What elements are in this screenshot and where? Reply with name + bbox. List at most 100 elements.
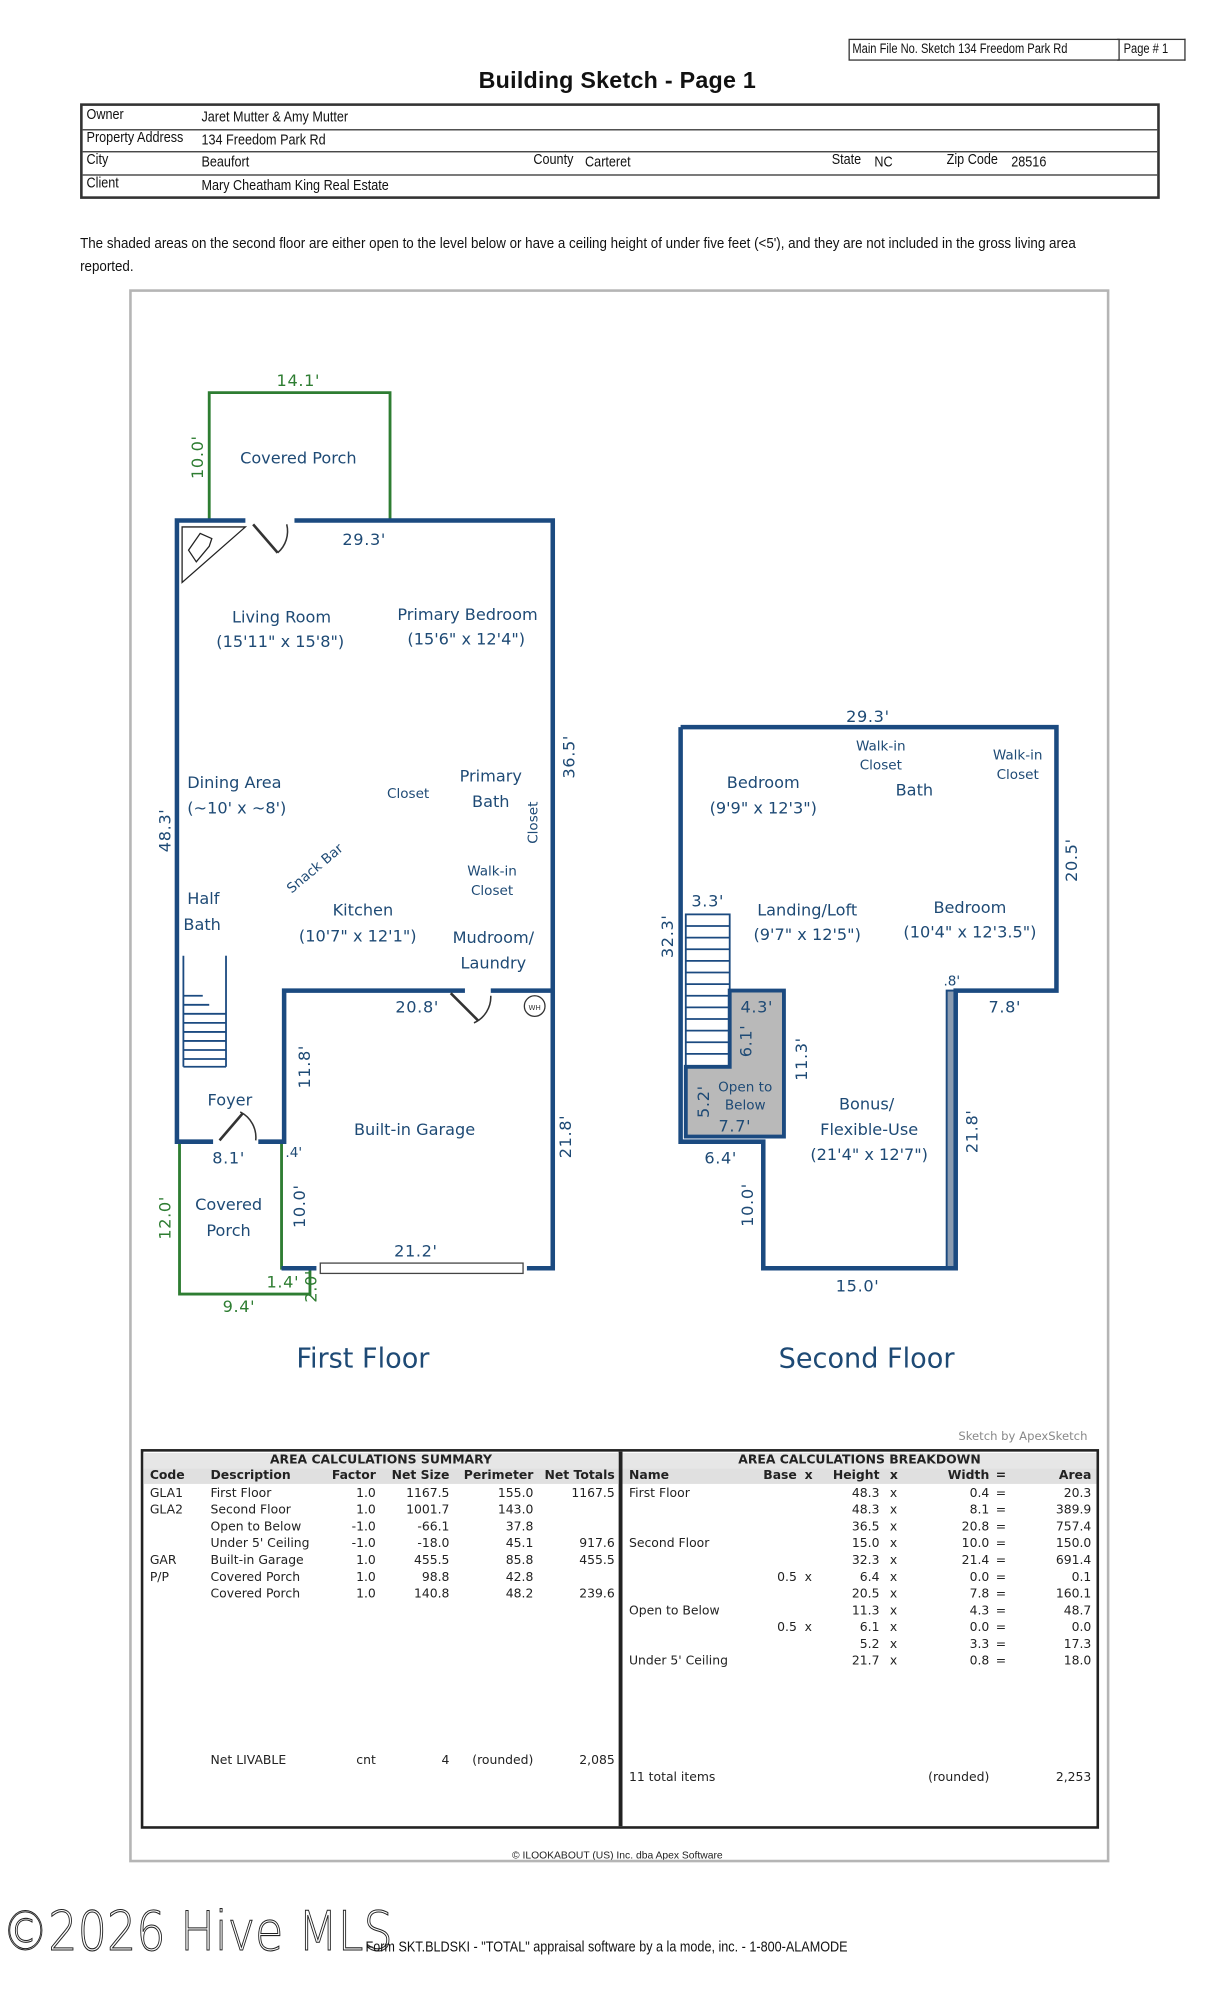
- room-bedroom-1: Bedroom: [727, 773, 800, 792]
- dim-first-left: 48.3': [155, 809, 174, 853]
- shaded-area-note: The shaded areas on the second floor are…: [80, 232, 1113, 278]
- summary-title: AREA CALCULATIONS SUMMARY: [143, 1452, 619, 1469]
- breakdown-total-cell: 11 total items: [628, 1770, 716, 1785]
- breakdown-cell: 21.7: [851, 1654, 880, 1669]
- summary-cell: 45.1: [505, 1536, 534, 1552]
- summary-col-header: Net Totals: [544, 1468, 615, 1483]
- summary-cell: 239.6: [579, 1587, 615, 1602]
- breakdown-cell: =: [995, 1637, 1007, 1652]
- sketch-frame: [129, 289, 1110, 1863]
- room-kitchen: Kitchen: [333, 901, 394, 920]
- room-walk-in-closet-line2: Closet: [471, 883, 513, 899]
- room-mudroom-line2: Laundry: [460, 954, 526, 973]
- owner-value: Jaret Mutter & Amy Mutter: [201, 109, 349, 126]
- page-number-text: Page # 1: [1123, 41, 1169, 57]
- breakdown-cell: =: [995, 1654, 1007, 1669]
- breakdown-cell: 3.3: [969, 1637, 990, 1652]
- breakdown-cell: =: [995, 1503, 1007, 1518]
- dim-foyer-bottom: 8.1': [212, 1149, 245, 1168]
- summary-cell: P/P: [149, 1570, 169, 1585]
- first-floor-plan: WH Covered Porch Living Room (15'11" x 1…: [155, 371, 578, 1375]
- breakdown-cell: 8.1: [969, 1503, 990, 1518]
- form-footer: Form SKT.BLDSKI - "TOTAL" appraisal soft…: [365, 1940, 932, 1955]
- room-built-in-garage: Built-in Garage: [354, 1120, 475, 1139]
- breakdown-cell: x: [804, 1570, 812, 1585]
- room-foyer: Foyer: [208, 1091, 253, 1110]
- breakdown-cell: x: [889, 1536, 898, 1552]
- dim-porch-left: 12.0': [155, 1196, 174, 1240]
- summary-cell: Covered Porch: [210, 1587, 301, 1602]
- breakdown-cell: =: [995, 1486, 1007, 1501]
- summary-total-cell: 2,085: [579, 1753, 615, 1769]
- breakdown-cell: 48.7: [1063, 1604, 1092, 1619]
- dim-open-right: 11.3': [792, 1037, 811, 1081]
- summary-cell: 37.8: [505, 1520, 534, 1535]
- room-closet: Closet: [387, 786, 429, 802]
- second-floor-plan: Walk-in Closet Walk-in Closet Bedroom (9…: [658, 707, 1081, 1375]
- breakdown-cell: =: [995, 1553, 1007, 1568]
- dim-first-right: 36.5': [560, 735, 579, 779]
- address-row: Property Address 134 Freedom Park Rd: [82, 129, 1158, 153]
- summary-cell: 143.0: [497, 1503, 534, 1518]
- room-bonus-size: (21'4" x 12'7"): [810, 1145, 928, 1164]
- dim-open-left: 5.2': [694, 1085, 713, 1118]
- label-open-to-below-line2: Below: [725, 1097, 766, 1113]
- summary-cell: Covered Porch: [210, 1570, 301, 1585]
- summary-cell: 155.0: [497, 1486, 534, 1501]
- garage-door: [319, 1262, 524, 1275]
- room-walk-in-closet: Walk-in: [467, 864, 517, 880]
- note-text: The shaded areas on the second floor are…: [80, 236, 1076, 276]
- client-value: Mary Cheatham King Real Estate: [201, 177, 389, 194]
- summary-cell: 48.2: [505, 1587, 534, 1602]
- breakdown-cell: Open to Below: [628, 1604, 720, 1619]
- dim-porch-top-width: 14.1': [277, 371, 321, 390]
- breakdown-col-header: x: [889, 1468, 898, 1483]
- hive-mls-watermark: ©2026 Hive MLS: [2, 1899, 393, 1963]
- summary-cell: Under 5' Ceiling: [210, 1536, 310, 1552]
- room-landing-loft: Landing/Loft: [757, 901, 857, 920]
- room-bedroom-2-size: (10'4" x 12'3.5"): [903, 923, 1036, 942]
- county-value: Carteret: [585, 154, 631, 171]
- dim-garage-bottom: 21.2': [394, 1242, 438, 1261]
- breakdown-cell: =: [995, 1604, 1007, 1619]
- dim-second-top: 29.3': [846, 707, 890, 726]
- label-open-to-below: Open to: [718, 1079, 772, 1095]
- dim-right-step: 7.8': [988, 998, 1021, 1017]
- breakdown-cell: x: [889, 1570, 898, 1585]
- breakdown-cell: x: [889, 1486, 898, 1501]
- breakdown-cell: 15.0: [851, 1536, 880, 1552]
- room-landing-loft-size: (9'7" x 12'5"): [754, 925, 861, 944]
- dim-notch: .8': [944, 973, 961, 989]
- summary-cell: GAR: [149, 1553, 177, 1568]
- summary-cell: GLA1: [149, 1486, 183, 1501]
- breakdown-cell: 20.3: [1063, 1486, 1092, 1501]
- water-heater-icon: [523, 995, 546, 1018]
- breakdown-cell: 757.4: [1055, 1520, 1092, 1535]
- room-living-room: Living Room: [232, 608, 331, 627]
- dim-open-side: 6.1': [737, 1025, 756, 1058]
- summary-cell: First Floor: [210, 1486, 272, 1501]
- main-file-text: Main File No. Sketch 134 Freedom Park Rd: [852, 41, 1069, 57]
- breakdown-cell: 20.5: [851, 1587, 880, 1602]
- room-primary-bath: Primary: [460, 766, 523, 785]
- dim-porch-top-depth: 10.0': [188, 435, 207, 479]
- zip-label: Zip Code: [946, 152, 998, 168]
- city-value: Beaufort: [201, 154, 250, 171]
- summary-cell: Open to Below: [210, 1520, 302, 1535]
- breakdown-cell: 21.4: [961, 1553, 990, 1568]
- room-covered-porch-bottom: Covered: [195, 1195, 262, 1214]
- summary-cell: 455.5: [579, 1553, 615, 1568]
- breakdown-cell: x: [889, 1520, 898, 1535]
- breakdown-header-bar: [622, 1468, 1097, 1484]
- summary-cell: Second Floor: [210, 1503, 291, 1518]
- summary-col-header: Perimeter: [463, 1468, 534, 1483]
- address-label: Property Address: [86, 129, 184, 146]
- page-title: Building Sketch - Page 1: [478, 67, 757, 93]
- summary-cell: 1.0: [356, 1553, 376, 1568]
- summary-col-header: Description: [210, 1468, 291, 1483]
- breakdown-cell: 0.0: [1071, 1620, 1092, 1636]
- summary-cell: GLA2: [149, 1503, 183, 1518]
- room-kitchen-size: (10'7" x 12'1"): [299, 927, 417, 946]
- summary-cell: 1.0: [356, 1503, 376, 1518]
